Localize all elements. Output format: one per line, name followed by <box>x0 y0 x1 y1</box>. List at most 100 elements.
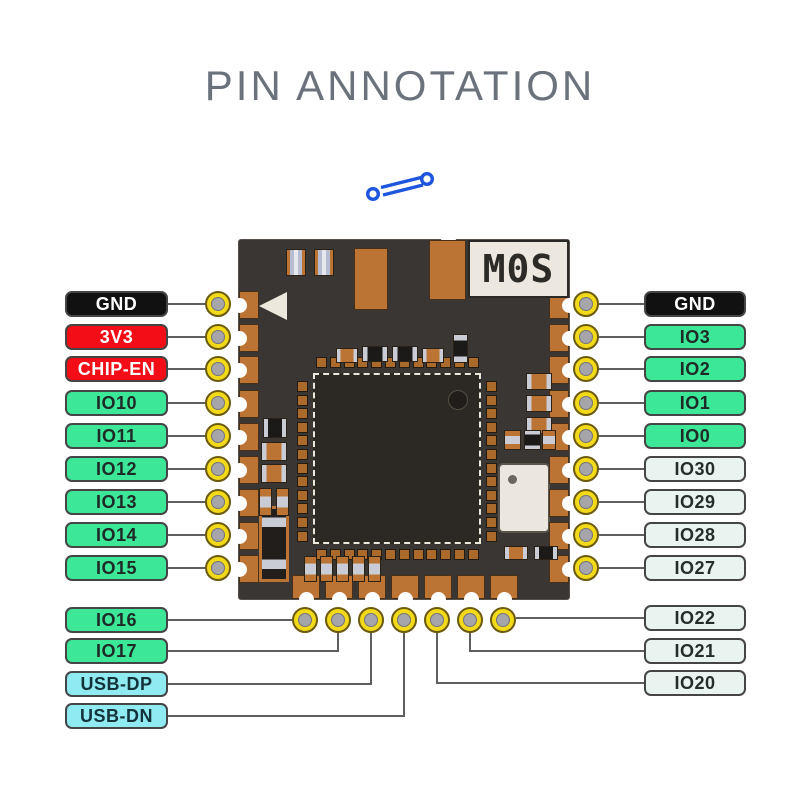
wire-horizontal <box>597 303 645 305</box>
through-hole-pad <box>573 390 599 416</box>
wire-vertical <box>403 632 405 717</box>
inductor-component <box>259 506 289 582</box>
module-name-label: M0S <box>468 240 569 298</box>
pin-label: CHIP-EN <box>65 356 168 382</box>
qfn-pad <box>297 394 308 406</box>
passive-component <box>542 430 556 450</box>
castellation-pad-bottom <box>391 575 419 599</box>
through-hole-pad <box>573 522 599 548</box>
through-hole-pad <box>358 607 384 633</box>
crystal-dot <box>508 475 517 484</box>
through-hole-pad <box>573 489 599 515</box>
wire-horizontal <box>168 303 207 305</box>
wire-horizontal <box>597 402 645 404</box>
passive-component <box>354 248 388 310</box>
through-hole-pad <box>205 489 231 515</box>
passive-component <box>526 395 552 412</box>
pin-label: IO0 <box>644 423 746 449</box>
edge-notch <box>431 592 446 607</box>
qfn-pad <box>486 462 497 474</box>
wire-horizontal <box>516 617 644 619</box>
qfn-pad <box>486 530 497 542</box>
edge-notch <box>232 463 247 478</box>
edge-notch <box>232 430 247 445</box>
passive-component <box>362 346 388 362</box>
edge-notch <box>232 496 247 511</box>
pin-label: IO30 <box>644 456 746 482</box>
through-hole-pad <box>391 607 417 633</box>
qfn-pad <box>343 549 355 560</box>
passive-component <box>429 240 466 300</box>
qfn-pad <box>316 357 327 368</box>
qfn-pad <box>385 357 396 368</box>
wire-horizontal <box>168 683 372 685</box>
pin-label: IO3 <box>644 324 746 350</box>
pin1-marker-triangle <box>259 292 287 320</box>
passive-component <box>368 556 381 582</box>
passive-component <box>336 556 349 582</box>
qfn-pad <box>297 476 308 488</box>
through-hole-pad <box>205 356 231 382</box>
edge-notch <box>232 331 247 346</box>
edge-notch <box>464 592 479 607</box>
through-hole-pad <box>205 390 231 416</box>
pin-label: IO10 <box>65 390 168 416</box>
through-hole-pad <box>205 456 231 482</box>
wire-horizontal <box>597 468 645 470</box>
pin-label: IO21 <box>644 638 746 664</box>
page-title: PIN ANNOTATION <box>204 62 596 109</box>
wire-horizontal <box>168 501 207 503</box>
pin-label: GND <box>65 291 168 317</box>
through-hole-pad <box>205 423 231 449</box>
pin-label: IO16 <box>65 607 168 633</box>
wire-horizontal <box>168 336 207 338</box>
edge-notch <box>398 592 413 607</box>
wire-horizontal <box>168 368 207 370</box>
qfn-pad <box>297 449 308 460</box>
wire-horizontal <box>436 682 644 684</box>
qfn-pad <box>467 549 479 560</box>
pin-label: IO1 <box>644 390 746 416</box>
qfn-pad <box>398 549 410 560</box>
qfn-pad <box>467 357 479 368</box>
through-hole-pad <box>205 324 231 350</box>
through-hole-pad <box>205 555 231 581</box>
pin-label: IO12 <box>65 456 168 482</box>
qfn-pad <box>426 549 438 560</box>
pin-label: IO29 <box>644 489 746 515</box>
through-hole-pad <box>205 522 231 548</box>
pin-label: IO2 <box>644 356 746 382</box>
qfn-pad <box>329 549 341 560</box>
pin-label: IO15 <box>65 555 168 581</box>
qfn-pad <box>297 435 308 447</box>
main-chip <box>313 373 481 544</box>
wire-horizontal <box>168 715 405 717</box>
connector-icon <box>364 170 436 202</box>
wire-horizontal <box>168 619 293 621</box>
edge-notch <box>232 562 247 577</box>
qfn-pad <box>297 489 308 501</box>
wire-horizontal <box>168 435 207 437</box>
qfn-pad <box>297 530 308 542</box>
pin-label: IO13 <box>65 489 168 515</box>
wire-vertical <box>469 632 471 651</box>
passive-component <box>336 348 358 363</box>
qfn-pad <box>297 462 308 474</box>
wire-horizontal <box>469 650 644 652</box>
wire-vertical <box>337 632 339 652</box>
wire-horizontal <box>168 402 207 404</box>
passive-component <box>504 430 521 450</box>
edge-notch <box>497 592 512 607</box>
pin-label: IO20 <box>644 670 746 696</box>
edge-notch <box>232 529 247 544</box>
pin-label: IO14 <box>65 522 168 548</box>
passive-component <box>259 488 272 516</box>
qfn-pad <box>486 408 497 420</box>
wire-vertical <box>370 632 372 685</box>
qfn-pad <box>486 476 497 488</box>
pin-label: 3V3 <box>65 324 168 350</box>
through-hole-pad <box>573 456 599 482</box>
qfn-pad <box>486 421 497 433</box>
through-hole-pad <box>292 607 318 633</box>
wire-horizontal <box>168 534 207 536</box>
